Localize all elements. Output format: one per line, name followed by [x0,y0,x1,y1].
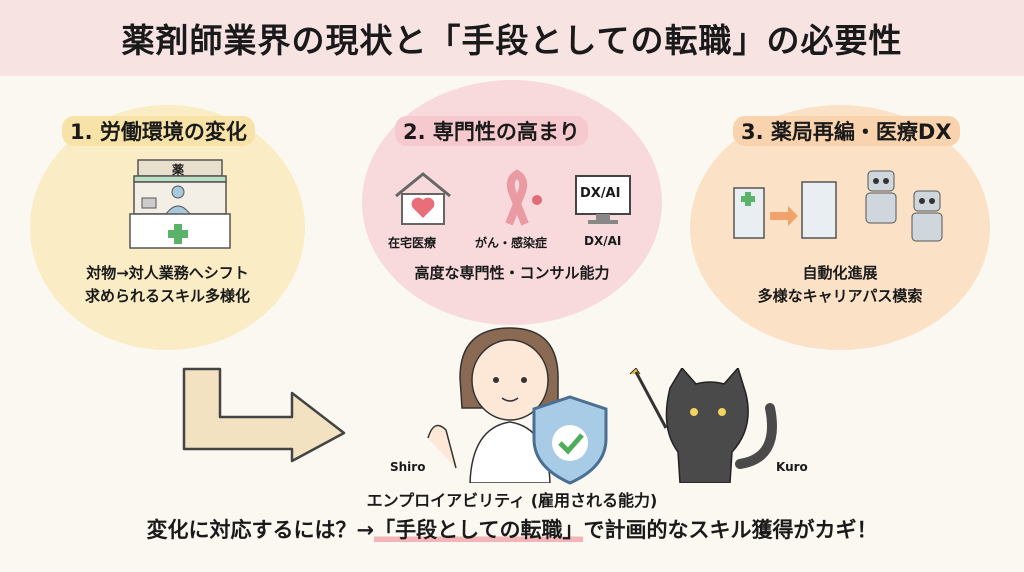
section-1-line-1: 対物→対人業務へシフト [86,264,249,282]
dx-ai-monitor-icon [575,175,631,224]
icon-label-home-care: 在宅医療 [388,236,437,250]
character-label-kuro: Kuro [776,460,808,474]
section-1-text: 対物→対人業務へシフト 求められるスキル多様化 [30,262,305,308]
home-care-icon [395,172,451,225]
shield-check-icon [532,395,608,485]
cancer-ribbon-icon [505,169,542,226]
conclusion-highlight: 「手段としての転職」 [374,518,584,542]
pharmacy-sign: 薬 [172,163,185,177]
conclusion-pre: 変化に対応するには？→ [146,518,375,542]
icon-label-dx-ai: DX/AI [584,234,622,248]
pharmacy-merge-icon [733,181,837,239]
bent-arrow-icon [182,367,346,463]
robots-icon [865,170,943,242]
header-banner: 薬剤師業界の現状と「手段としての転職」の必要性 [0,0,1024,76]
section-3-line-1: 自動化進展 [802,264,878,282]
page-title: 薬剤師業界の現状と「手段としての転職」の必要性 [121,21,903,60]
cat-kuro-illustration [629,368,777,483]
conclusion-text: 変化に対応するには？→「手段としての転職」で計画的なスキル獲得がカギ！ [0,514,1024,544]
pharmacy-counter-icon [129,159,231,249]
dx-ai-badge: DX/AI [580,186,621,201]
character-label-shiro: Shiro [390,460,426,474]
section-2-title: 2. 専門性の高まり [395,116,588,146]
section-1-line-2: 求められるスキル多様化 [84,287,250,305]
icon-label-cancer: がん・感染症 [475,236,548,250]
conclusion-post: で計画的なスキル獲得がカギ！ [583,518,878,542]
section-2-text: 高度な専門性・コンサル能力 [414,264,610,282]
section-1-title: 1. 労働環境の変化 [62,116,255,146]
pharmacist-shiro-illustration [427,327,559,483]
employability-caption: エンプロイアビリティ (雇用される能力) [366,491,658,510]
section-3-line-2: 多様なキャリアパス模索 [757,287,923,305]
section-3-text: 自動化進展 多様なキャリアパス模索 [690,262,990,308]
section-3-title: 3. 薬局再編・医療DX [733,116,960,146]
